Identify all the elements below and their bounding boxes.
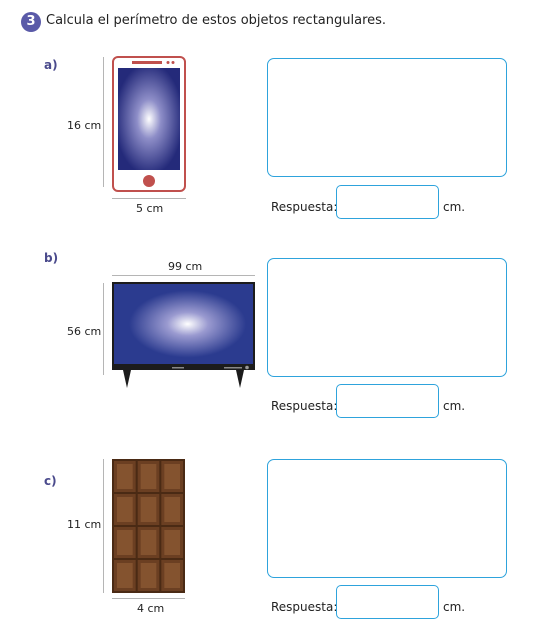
chocolate-piece-inner — [117, 464, 133, 489]
item-c-answer-input[interactable] — [336, 585, 439, 619]
television-icon — [112, 282, 255, 388]
chocolate-piece-inner — [140, 530, 157, 555]
item-a-answer-input[interactable] — [336, 185, 439, 219]
item-a-work-box[interactable] — [267, 58, 507, 177]
item-b-answer-input[interactable] — [336, 384, 439, 418]
chocolate-piece-inner — [140, 497, 157, 522]
question-instruction: Calcula el perímetro de estos objetos re… — [46, 13, 387, 28]
question-number-badge: 3 — [21, 12, 41, 32]
item-b-height-label: 56 cm — [67, 325, 102, 338]
item-a-unit: cm. — [443, 200, 466, 214]
item-a-label: a) — [44, 58, 58, 72]
item-c-width-line — [112, 598, 185, 599]
chocolate-piece-inner — [117, 563, 133, 588]
chocolate-piece-inner — [164, 464, 180, 489]
chocolate-piece-inner — [117, 497, 133, 522]
item-a-answer-label: Respuesta: — [271, 200, 338, 214]
item-b-unit: cm. — [443, 399, 466, 413]
item-b-width-line — [112, 275, 255, 276]
item-b-width-label: 99 cm — [168, 260, 203, 273]
item-c-unit: cm. — [443, 600, 466, 614]
chocolate-piece-inner — [164, 563, 180, 588]
chocolate-piece-inner — [140, 563, 157, 588]
item-a-height-line — [103, 57, 104, 187]
item-b-work-box[interactable] — [267, 258, 507, 377]
item-a-width-label: 5 cm — [136, 202, 164, 215]
chocolate-piece-inner — [164, 530, 180, 555]
item-b-answer-label: Respuesta: — [271, 399, 338, 413]
phone-icon — [112, 56, 186, 192]
item-c-height-label: 11 cm — [67, 518, 102, 531]
item-a-width-line — [112, 198, 186, 199]
chocolate-piece-inner — [117, 530, 133, 555]
item-c-height-line — [103, 459, 104, 593]
chocolate-piece-inner — [140, 464, 157, 489]
chocolate-piece-inner — [164, 497, 180, 522]
item-c-work-box[interactable] — [267, 459, 507, 578]
item-c-label: c) — [44, 474, 57, 488]
item-b-label: b) — [44, 251, 59, 265]
item-c-width-label: 4 cm — [137, 602, 165, 615]
item-c-answer-label: Respuesta: — [271, 600, 338, 614]
item-a-height-label: 16 cm — [67, 119, 102, 132]
item-b-height-line — [103, 283, 104, 375]
chocolate-bar-icon — [112, 459, 185, 593]
